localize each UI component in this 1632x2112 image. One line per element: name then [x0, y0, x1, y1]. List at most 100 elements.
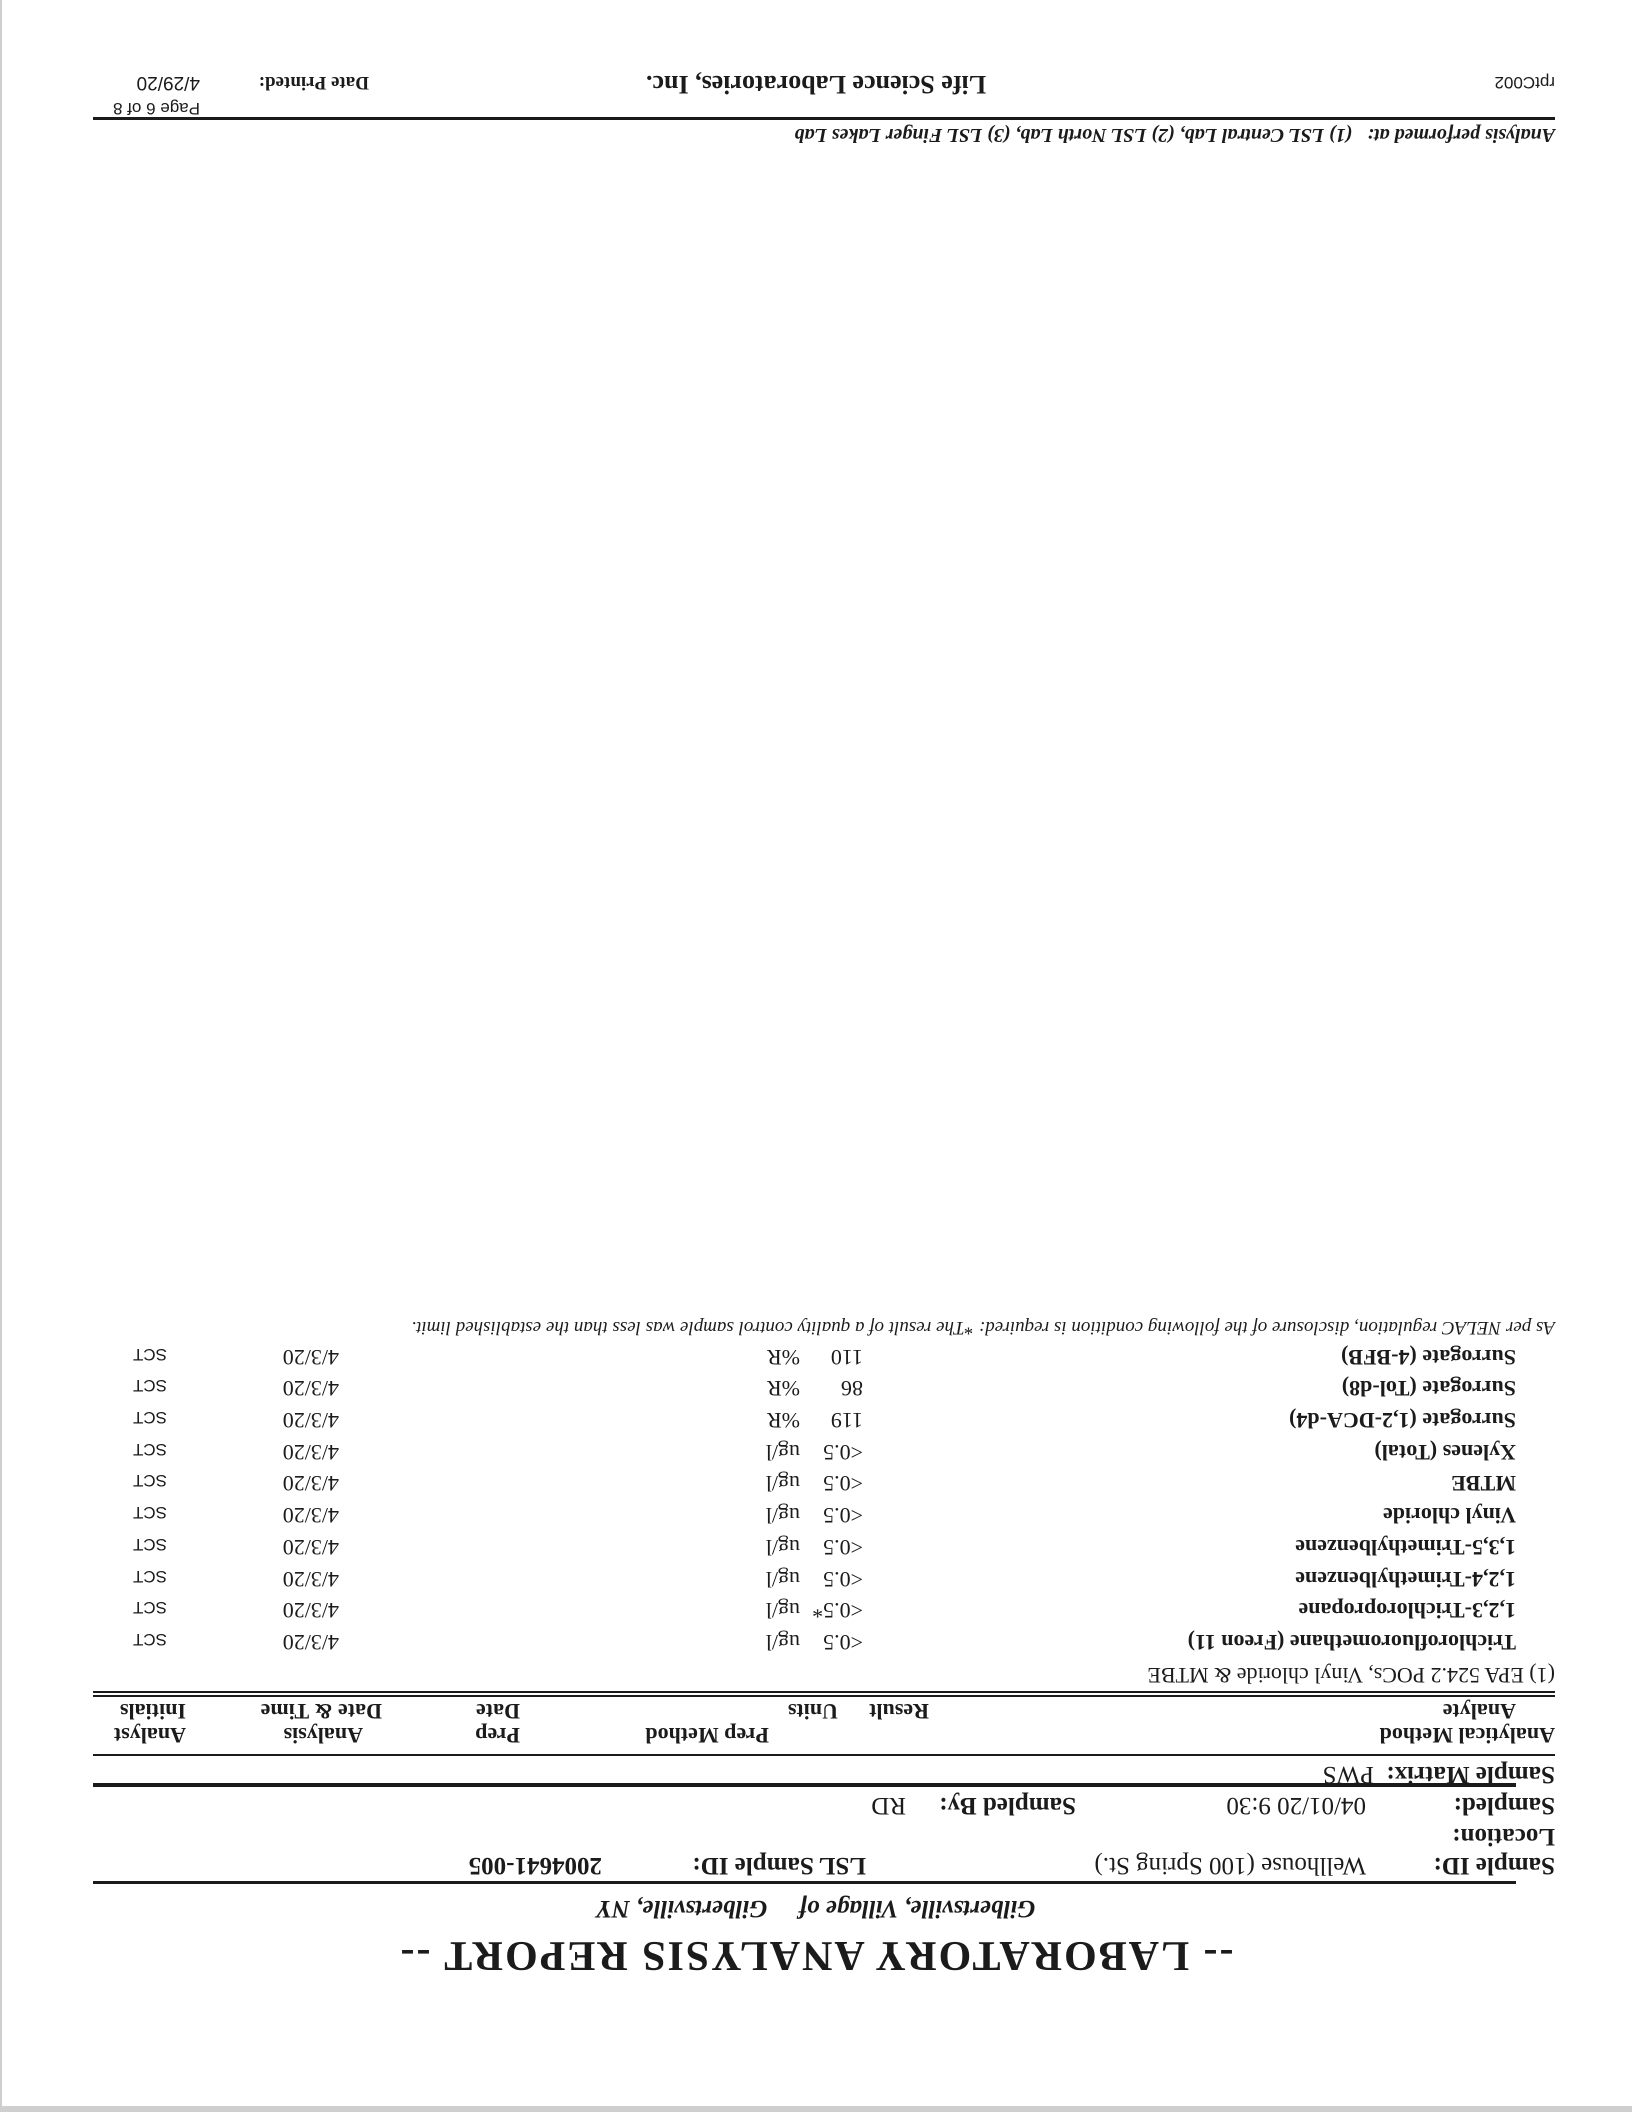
analyte-name: 1,2,4-Trimethylbenzene	[1295, 1567, 1516, 1592]
col-analysis-line1: Analysis	[283, 1723, 363, 1748]
analysis-date: 4/3/20	[282, 1471, 339, 1496]
analyst-initials: SCT	[133, 1630, 167, 1649]
table-row: Surrogate (Tol-d8) 86 %R 4/3/20 SCT	[0, 1369, 1632, 1401]
analysis-date: 4/3/20	[282, 1567, 339, 1592]
client-line: Gilbertsville, Village of Gilbertsville,…	[596, 1895, 1036, 1922]
col-result: Result	[869, 1699, 929, 1724]
result-value: 119	[830, 1408, 863, 1433]
nelac-note: As per NELAC regulation, disclosure of t…	[411, 1317, 1555, 1338]
date-printed-value: 4/29/20	[136, 72, 200, 93]
analysis-date: 4/3/20	[282, 1345, 339, 1370]
scan-edge-bottom	[0, 2106, 1632, 2112]
sampled-value: 04/01/20 9:30	[1226, 1792, 1366, 1819]
result-value: <0.5	[823, 1630, 863, 1655]
sampled-label: Sampled:	[1453, 1792, 1555, 1819]
footer-rule	[93, 117, 1555, 120]
analyte-name: Surrogate (1,2-DCA-d4)	[1289, 1408, 1516, 1433]
column-header-rule-upper	[93, 1695, 1555, 1697]
sampled-by-label: Sampled By:	[939, 1792, 1076, 1819]
analyst-initials: SCT	[133, 1440, 167, 1459]
table-row: Vinyl chloride <0.5 ug/l 4/3/20 SCT	[0, 1496, 1632, 1528]
result-units: ug/l	[765, 1630, 800, 1655]
col-analyst-line1: Analyst	[113, 1723, 186, 1748]
col-prep-date-line1: Prep	[475, 1723, 520, 1748]
result-units: ug/l	[765, 1471, 800, 1496]
analyst-initials: SCT	[133, 1503, 167, 1522]
sample-id-value: Wellhouse (100 Spring St.)	[1094, 1852, 1366, 1879]
report-title: -- LABORATORY ANALYSIS REPORT --	[398, 1932, 1234, 1978]
page-number: Page 6 of 8	[113, 99, 200, 118]
result-units: ug/l	[765, 1567, 800, 1592]
top-rule	[93, 1783, 1516, 1787]
analyte-name: Trichlorofluoromethane (Freon 11)	[1187, 1630, 1516, 1655]
sample-matrix-value: PWS	[1322, 1761, 1374, 1788]
method-heading: (1) EPA 524.2 POCs, Vinyl chloride & MTB…	[1147, 1663, 1555, 1688]
result-units: ug/l	[765, 1503, 800, 1528]
result-units: ug/l	[765, 1535, 800, 1560]
table-row: 1,3,5-Trimethylbenzene <0.5 ug/l 4/3/20 …	[0, 1528, 1632, 1560]
matrix-rule	[93, 1754, 1555, 1756]
table-row: Surrogate (4-BFB) 110 %R 4/3/20 SCT	[0, 1338, 1632, 1370]
result-value: <0.5	[823, 1503, 863, 1528]
analysis-date: 4/3/20	[282, 1598, 339, 1623]
table-row: Surrogate (1,2-DCA-d4) 119 %R 4/3/20 SCT	[0, 1401, 1632, 1433]
analyst-initials: SCT	[133, 1535, 167, 1554]
col-analyst-line2: Initials	[119, 1699, 186, 1724]
sampled-by-value: RD	[871, 1792, 906, 1819]
table-row: 1,2,4-Trimethylbenzene <0.5 ug/l 4/3/20 …	[0, 1560, 1632, 1592]
result-units: %R	[767, 1408, 800, 1433]
sample-id-label: Sample ID:	[1433, 1852, 1555, 1879]
analyte-name: 1,2,3-Trichloropropane	[1298, 1598, 1516, 1623]
analyte-name: Surrogate (Tol-d8)	[1341, 1376, 1516, 1401]
result-value: 110	[830, 1345, 863, 1370]
result-units: %R	[767, 1345, 800, 1370]
analyst-initials: SCT	[133, 1471, 167, 1490]
result-value: <0.5	[823, 1535, 863, 1560]
col-analyte: Analyte	[1442, 1699, 1516, 1724]
analyte-name: Vinyl chloride	[1382, 1503, 1516, 1528]
analyte-name: Xylenes (Total)	[1374, 1440, 1516, 1465]
result-value: <0.5	[823, 1567, 863, 1592]
analysis-performed-line: Analysis performed at: (1) LSL Central L…	[794, 124, 1555, 146]
col-analysis-line2: Date & Time	[260, 1699, 382, 1724]
table-row: Trichlorofluoromethane (Freon 11) <0.5 u…	[0, 1623, 1632, 1655]
col-prep-date-line2: Date	[476, 1699, 520, 1724]
analysis-date: 4/3/20	[282, 1503, 339, 1528]
analyte-name: MTBE	[1451, 1471, 1516, 1496]
result-units: ug/l	[765, 1598, 800, 1623]
col-prep-method: Prep Method	[645, 1723, 769, 1748]
analysis-date: 4/3/20	[282, 1440, 339, 1465]
date-printed-label: Date Printed:	[258, 72, 369, 93]
result-value: <0.5*	[812, 1598, 863, 1623]
column-header-rule-lower	[93, 1691, 1555, 1693]
result-value: <0.5	[823, 1440, 863, 1465]
table-row: Xylenes (Total) <0.5 ug/l 4/3/20 SCT	[0, 1433, 1632, 1465]
sample-matrix-label: Sample Matrix:	[1386, 1761, 1555, 1788]
result-value: 86	[841, 1376, 863, 1401]
table-row: 1,2,3-Trichloropropane <0.5* ug/l 4/3/20…	[0, 1591, 1632, 1623]
header-rule	[93, 1881, 1516, 1884]
analyst-initials: SCT	[133, 1567, 167, 1586]
result-units: ug/l	[765, 1440, 800, 1465]
lsl-sample-id-value: 2004641-005	[468, 1852, 602, 1879]
col-units: Units	[787, 1699, 838, 1724]
table-row: MTBE <0.5 ug/l 4/3/20 SCT	[0, 1464, 1632, 1496]
analysis-date: 4/3/20	[282, 1408, 339, 1433]
analyst-initials: SCT	[133, 1345, 167, 1364]
scan-edge-left	[0, 0, 2, 2112]
lsl-sample-id-label: LSL Sample ID:	[692, 1852, 866, 1879]
result-units: %R	[767, 1376, 800, 1401]
analysis-date: 4/3/20	[282, 1535, 339, 1560]
analyst-initials: SCT	[133, 1376, 167, 1395]
analyte-name: Surrogate (4-BFB)	[1341, 1345, 1516, 1370]
analyst-initials: SCT	[133, 1598, 167, 1617]
analysis-date: 4/3/20	[282, 1376, 339, 1401]
lab-name: Life Science Laboratories, Inc.	[645, 70, 987, 99]
col-analytical-method: Analytical Method	[1379, 1723, 1555, 1748]
location-label: Location:	[1452, 1823, 1555, 1850]
result-value: <0.5	[823, 1471, 863, 1496]
analysis-date: 4/3/20	[282, 1630, 339, 1655]
analyst-initials: SCT	[133, 1408, 167, 1427]
